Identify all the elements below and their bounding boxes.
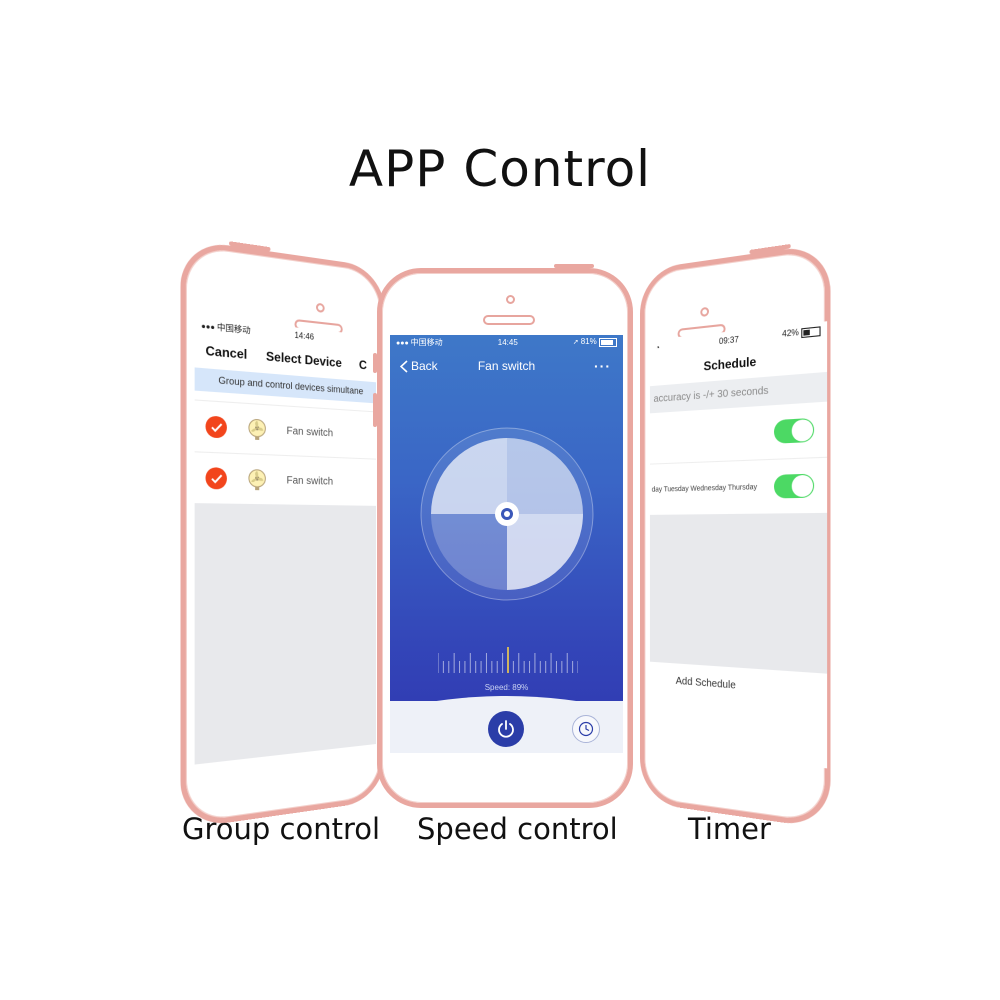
status-battery: ➚ 81% bbox=[573, 337, 617, 347]
select-device-title: Select Device bbox=[266, 348, 342, 371]
schedule-toggle[interactable] bbox=[774, 417, 815, 444]
mute-switch bbox=[373, 353, 377, 373]
add-schedule-button[interactable]: Add Schedule bbox=[675, 675, 736, 692]
check-icon[interactable] bbox=[205, 467, 227, 490]
timer-button[interactable] bbox=[572, 715, 600, 743]
device-row[interactable]: Fan switch bbox=[194, 451, 376, 506]
schedule-item[interactable]: day Tuesday Wednesday Thursday bbox=[649, 457, 828, 515]
power-icon bbox=[498, 720, 514, 738]
battery-icon bbox=[598, 337, 617, 347]
status-time: 14:45 bbox=[497, 337, 518, 347]
check-icon[interactable] bbox=[205, 415, 227, 439]
fan-icon bbox=[246, 467, 269, 491]
chevron-left-icon bbox=[400, 359, 408, 373]
schedule-title: Schedule bbox=[703, 354, 757, 374]
schedule-toggle[interactable] bbox=[774, 473, 815, 499]
phone-speed-control: ●●● 中国移动 14:45 ➚ 81% Back Fan switch ··· bbox=[373, 264, 633, 808]
front-camera bbox=[700, 306, 709, 318]
device-name: Fan switch bbox=[286, 424, 334, 439]
more-options-button[interactable]: ··· bbox=[594, 358, 611, 374]
speed-slider[interactable] bbox=[438, 641, 578, 677]
back-button[interactable]: Back bbox=[400, 359, 438, 373]
schedule-days: day Tuesday Wednesday Thursday bbox=[651, 483, 758, 494]
caption-speed-control: Speed control bbox=[417, 812, 618, 846]
front-camera bbox=[506, 295, 515, 304]
status-time: 09:37 bbox=[718, 334, 739, 346]
control-bar bbox=[390, 701, 623, 753]
page-title: APP Control bbox=[348, 140, 652, 198]
schedule-screen: ◔ 09:37 42% Schedule accuracy is -/+ 30 … bbox=[649, 321, 828, 769]
fan-icon bbox=[246, 417, 269, 441]
battery-icon bbox=[801, 325, 821, 338]
power-side-button bbox=[554, 264, 594, 268]
volume-up-button bbox=[373, 393, 377, 427]
top-button bbox=[229, 241, 271, 252]
earpiece-speaker bbox=[483, 315, 535, 325]
status-carrier: ●●● 中国移动 bbox=[396, 337, 443, 347]
group-control-screen: ●●● 中国移动 14:46 Cancel Select Device C Gr… bbox=[194, 316, 376, 765]
top-button bbox=[749, 243, 791, 255]
device-name: Fan switch bbox=[286, 474, 334, 488]
status-battery: 42% bbox=[782, 325, 821, 340]
phone-group-control: ●●● 中国移动 14:46 Cancel Select Device C Gr… bbox=[180, 238, 385, 830]
clock-icon bbox=[578, 721, 594, 737]
front-camera bbox=[316, 302, 325, 314]
wifi-icon: ◔ bbox=[655, 342, 660, 352]
fan-icon[interactable] bbox=[420, 427, 594, 601]
schedule-item[interactable] bbox=[649, 401, 828, 465]
cancel-button[interactable]: Cancel bbox=[205, 343, 248, 363]
speed-label: Speed: 89% bbox=[484, 683, 529, 692]
confirm-button[interactable]: C bbox=[358, 357, 367, 373]
speed-control-screen: ●●● 中国移动 14:45 ➚ 81% Back Fan switch ··· bbox=[390, 335, 623, 753]
status-time: 14:46 bbox=[294, 329, 315, 342]
power-button[interactable] bbox=[488, 711, 524, 747]
phone-timer: ◔ 09:37 42% Schedule accuracy is -/+ 30 … bbox=[640, 242, 831, 830]
